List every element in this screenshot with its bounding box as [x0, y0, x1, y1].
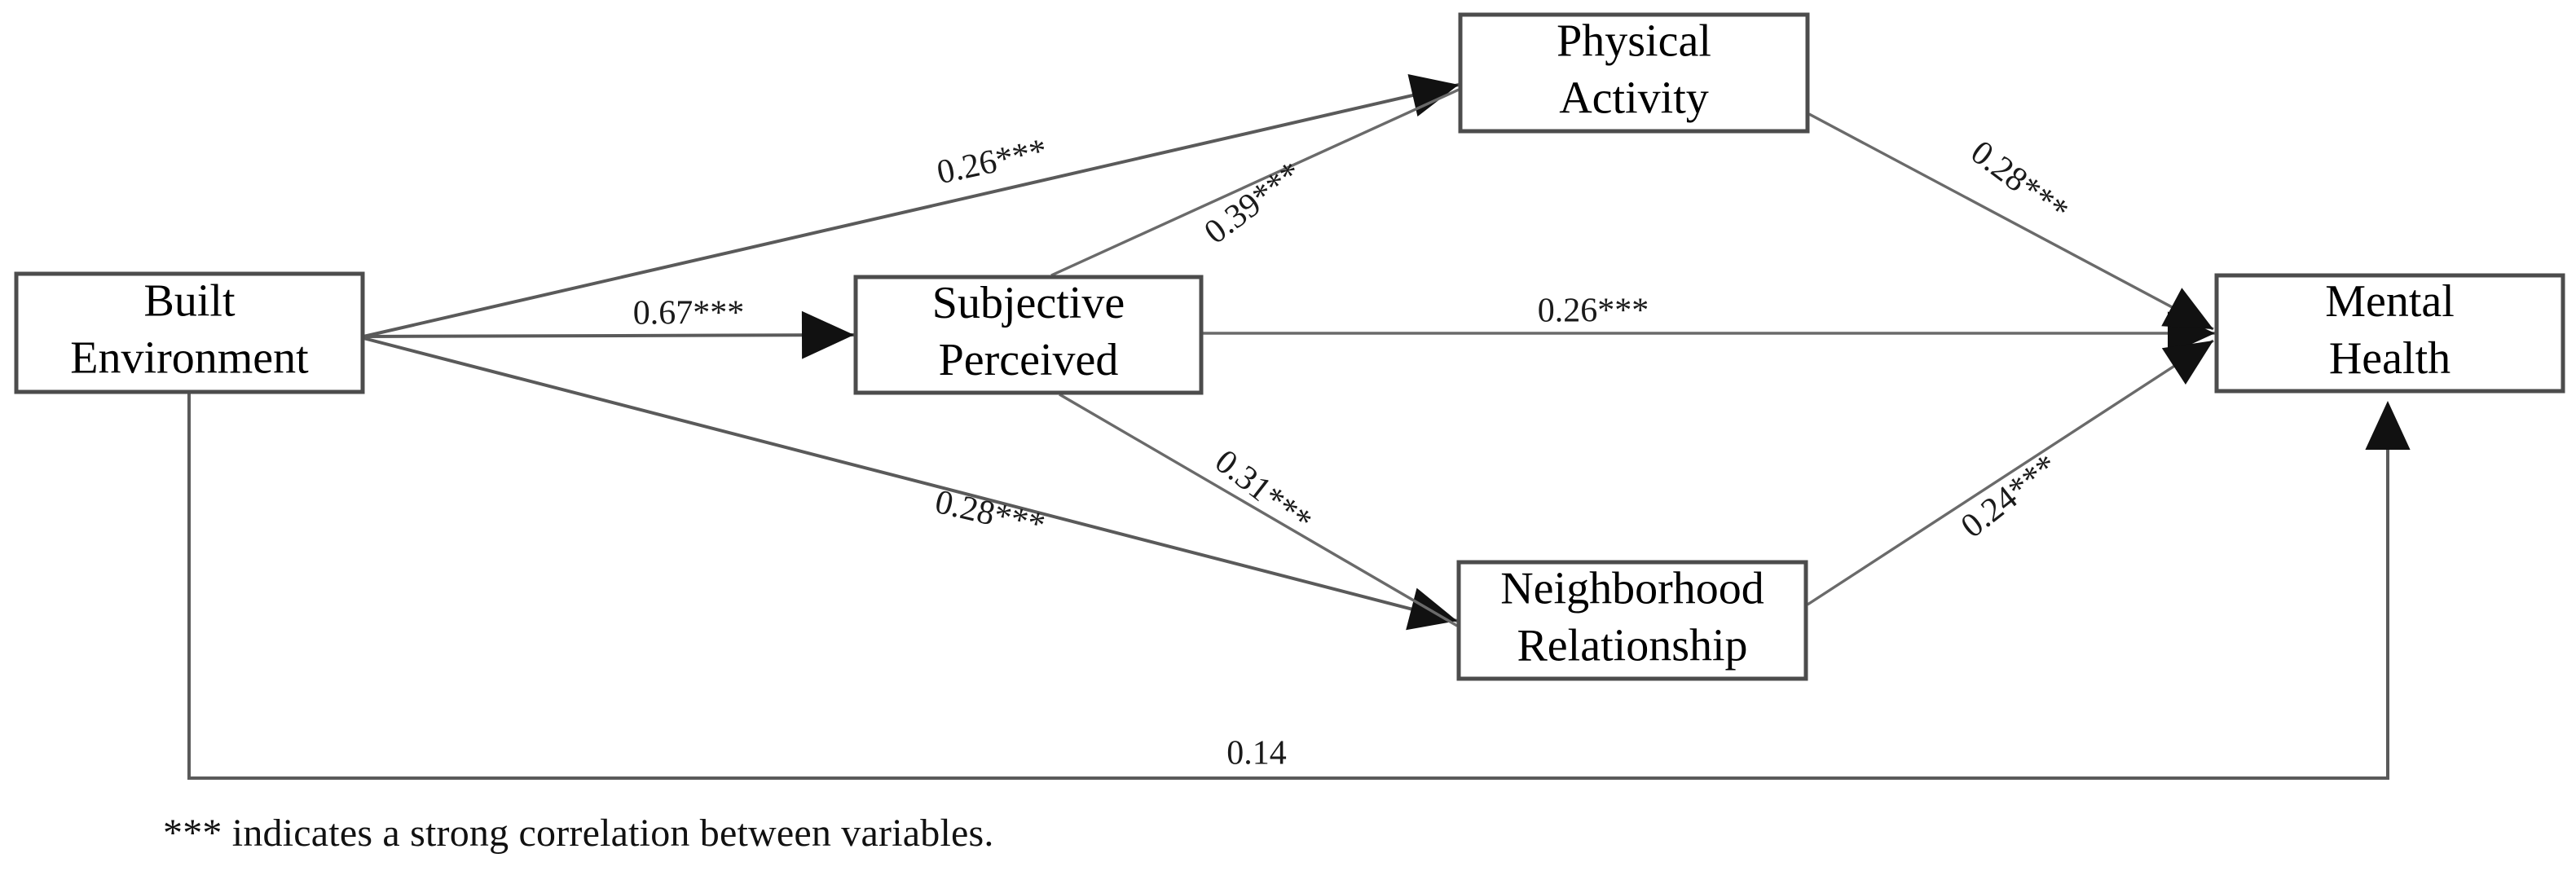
- edge-be-to-sp: [363, 310, 855, 359]
- edge-sp-to-pa: [1050, 88, 1460, 277]
- node-label-line2-neighborhood-relationship: Relationship: [1517, 620, 1747, 671]
- edge-be-to-mh-direct: [187, 393, 2411, 780]
- edge-line-sp-to-pa: [1050, 88, 1460, 277]
- node-label-line2-subjective-perceived: Perceived: [939, 335, 1119, 385]
- edge-pa-to-mh: [1808, 112, 2214, 331]
- node-box-physical-activity: [1458, 12, 1810, 134]
- node-label-line1-physical-activity: Physical: [1557, 15, 1711, 66]
- node-box-subjective-perceived: [853, 275, 1204, 395]
- arrow-head-pa-to-mh: [2161, 288, 2213, 329]
- arrow-head-be-to-mh-direct: [2365, 401, 2411, 450]
- edge-label-pa-to-mh: 0.28***: [1964, 134, 2076, 231]
- node-label-line1-subjective-perceived: Subjective: [932, 278, 1125, 328]
- node-label-line2-built-environment: Environment: [70, 332, 309, 383]
- edge-labels-layer: 0.26***0.67***0.28***0.39***0.26***0.31*…: [633, 132, 2076, 772]
- arrow-head-be-to-nr: [1406, 587, 1457, 631]
- edge-path-be-to-mh-direct: [187, 393, 2389, 780]
- edge-nr-to-mh: [1807, 339, 2214, 606]
- figure-caption: *** indicates a strong correlation betwe…: [163, 812, 994, 855]
- node-label-line1-mental-health: Mental: [2325, 276, 2455, 327]
- edge-label-be-to-nr: 0.28***: [931, 483, 1048, 545]
- edge-sp-to-mh: [1203, 311, 2215, 355]
- edge-line-be-to-nr: [363, 337, 1458, 622]
- edge-label-nr-to-mh: 0.24***: [1954, 447, 2065, 545]
- node-box-mental-health: [2214, 273, 2565, 394]
- arrow-head-be-to-sp: [801, 310, 854, 359]
- edge-label-sp-to-mh: 0.26***: [1538, 293, 1649, 330]
- edge-line-pa-to-mh: [1808, 112, 2214, 331]
- node-label-line1-neighborhood-relationship: Neighborhood: [1500, 563, 1764, 614]
- node-label-line2-physical-activity: Activity: [1559, 73, 1709, 123]
- node-box-built-environment: [14, 271, 365, 394]
- edge-line-nr-to-mh: [1807, 339, 2214, 606]
- arrow-head-nr-to-mh: [2161, 341, 2213, 385]
- edge-sp-to-nr: [1059, 393, 1458, 627]
- node-box-neighborhood-relationship: [1456, 560, 1808, 681]
- edge-line-sp-to-nr: [1059, 393, 1458, 627]
- node-label-line2-mental-health: Health: [2329, 333, 2451, 384]
- edge-label-be-to-mh-direct: 0.14: [1226, 735, 1287, 772]
- edges-layer: [187, 73, 2411, 780]
- edge-label-be-to-sp: 0.67***: [633, 295, 745, 332]
- edge-line-be-to-sp: [363, 333, 855, 338]
- node-label-line1-built-environment: Built: [143, 275, 235, 326]
- edge-line-be-to-pa: [363, 83, 1460, 338]
- edge-label-sp-to-pa: 0.39***: [1198, 155, 1310, 252]
